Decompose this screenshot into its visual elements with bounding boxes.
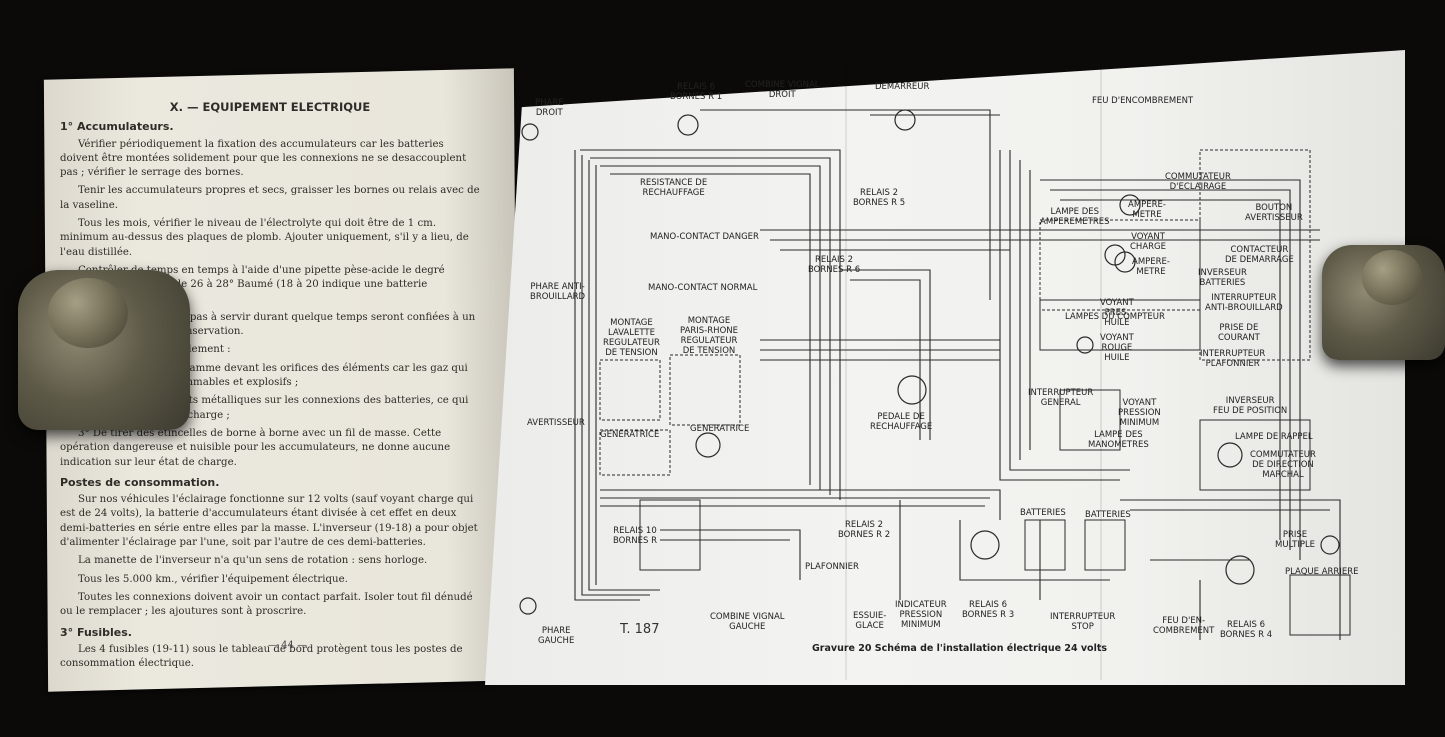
- diagram-label: PHARE GAUCHE: [538, 626, 575, 646]
- diagram-label: PRISE DE COURANT: [1218, 323, 1260, 343]
- section-heading-fusibles: 3° Fusibles.: [60, 625, 132, 639]
- diagram-label: PHARE DROIT: [535, 98, 564, 118]
- diagram-label: INTERRUPTEUR ANTI-BROUILLARD: [1205, 293, 1283, 313]
- diagram-label: RELAIS 2 BORNES R 6: [808, 255, 861, 275]
- diagram-label: PEDALE DE RECHAUFFAGE: [870, 412, 933, 432]
- diagram-label: MANO-CONTACT NORMAL: [648, 283, 758, 293]
- diagram-label: BATTERIES: [1085, 510, 1131, 520]
- diagram-label: VOYANT PRESSION MINIMUM: [1118, 398, 1161, 428]
- diagram-label: COMMUTATEUR D'ECLAIRAGE: [1165, 172, 1231, 192]
- diagram-label: COMBINE VIGNAL DROIT: [745, 80, 820, 100]
- diagram-label: BOUTON AVERTISSEUR: [1245, 203, 1303, 223]
- left-page-text: X. — EQUIPEMENT ELECTRIQUE 1° Accumulate…: [60, 100, 480, 675]
- component-circles: [519, 109, 1340, 615]
- diagram-label: RELAIS 6 BORNES R 4: [1220, 620, 1273, 640]
- diagram-label: PRISE MULTIPLE: [1275, 530, 1316, 550]
- diagram-label: RELAIS 2 BORNES R 5: [853, 188, 906, 208]
- paragraph: Sur nos véhicules l'éclairage fonctionne…: [60, 494, 478, 549]
- diagram-label: PHARE ANTI- BROUILLARD: [530, 282, 586, 302]
- weight-knob: [1362, 250, 1422, 305]
- diagram-label: INTERRUPTEUR STOP: [1050, 612, 1116, 632]
- diagram-label: MANO-CONTACT DANGER: [650, 232, 759, 242]
- diagram-caption: Gravure 20 Schéma de l'installation élec…: [812, 643, 1108, 654]
- diagram-label: PLAFONNIER: [805, 562, 859, 572]
- diagram-label: RELAIS 6 BORNES R 3: [962, 600, 1015, 620]
- diagram-label: ESSUIE- GLACE: [853, 611, 887, 631]
- paragraph: Les 4 fusibles (19-11) sous le tableau d…: [60, 643, 463, 670]
- fold-line: [845, 60, 847, 680]
- diagram-label: COMBINE VIGNAL GAUCHE: [710, 612, 785, 632]
- paragraph: Vérifier périodiquement la fixation des …: [60, 138, 467, 179]
- page-number: — 44 —: [268, 640, 308, 651]
- diagram-label: GENERATRICE: [600, 430, 660, 440]
- diagram-label: FEU D'ENCOMBREMENT: [1092, 96, 1194, 106]
- diagram-label: RELAIS 10 BORNES R: [613, 526, 658, 546]
- diagram-label: CONTACTEUR DE DEMARRAGE: [1225, 245, 1294, 265]
- diagram-label: LAMPE DE RAPPEL: [1235, 432, 1313, 442]
- diagram-code: T. 187: [620, 622, 660, 637]
- diagram-label: AMPERE- METRE: [1128, 200, 1166, 220]
- paragraph: Tous les 5.000 km., vérifier l'équipemen…: [78, 573, 348, 585]
- paragraph: 3° De tirer des étincelles de borne à bo…: [60, 427, 451, 468]
- diagram-label: RELAIS 6 BORNES R 1: [670, 82, 723, 102]
- brass-weight-right: [1322, 245, 1445, 360]
- diagram-label: VOYANT CHARGE: [1130, 232, 1167, 252]
- diagram-label: LAMPE DES MANOMETRES: [1088, 430, 1149, 450]
- diagram-label: VOYANT ROUGE HUILE: [1100, 333, 1134, 363]
- diagram-label: MONTAGE PARIS-RHONE REGULATEUR DE TENSIO…: [680, 316, 738, 356]
- diagram-sheet: [485, 50, 1405, 685]
- diagram-label: LAMPES DU COMPTEUR: [1065, 312, 1165, 322]
- section-heading-accumulateurs: 1° Accumulateurs.: [60, 120, 174, 134]
- diagram-label: RELAIS 2 BORNES R 2: [838, 520, 891, 540]
- diagram-label: INTERRUPTEUR PLAFONNIER: [1200, 349, 1266, 369]
- diagram-label: FEU D'EN- COMBREMENT: [1153, 616, 1215, 636]
- diagram-label: COMMUTATEUR DE DIRECTION MARCHAL: [1250, 450, 1316, 480]
- paragraph: Toutes les connexions doivent avoir un c…: [60, 591, 473, 618]
- section-heading-consommation: Postes de consommation.: [60, 475, 220, 489]
- diagram-label: AMPERE- METRE: [1132, 257, 1170, 277]
- dashed-boxes: [599, 149, 1351, 636]
- paragraph: Tenir les accumulateurs propres et secs,…: [60, 185, 480, 211]
- paragraph: La manette de l'inverseur n'a qu'un sens…: [78, 555, 428, 567]
- diagram-label: INTERRUPTEUR GENERAL: [1028, 388, 1094, 408]
- diagram-label: LAMPE DES AMPEREMETRES: [1040, 207, 1110, 227]
- diagram-label: MONTAGE LAVALETTE REGULATEUR DE TENSION: [603, 318, 660, 358]
- brass-weight-left: [18, 270, 190, 430]
- diagram-label: BATTERIES: [1020, 508, 1066, 518]
- diagram-label: PLAQUE ARRIERE: [1285, 567, 1359, 577]
- page-title: X. — EQUIPEMENT ELECTRIQUE: [169, 100, 371, 114]
- diagram-label: GENERATRICE: [690, 424, 750, 434]
- paragraph: Tous les mois, vérifier le niveau de l'é…: [60, 218, 469, 258]
- wire-bundle: [574, 109, 1341, 640]
- fold-line: [1100, 60, 1102, 680]
- diagram-label: AVERTISSEUR: [527, 418, 585, 428]
- diagram-label: RESISTANCE DE RECHAUFFAGE: [640, 178, 708, 198]
- diagram-label: DEMARREUR: [875, 82, 930, 92]
- diagram-label: INDICATEUR PRESSION MINIMUM: [895, 600, 947, 630]
- diagram-label: INVERSEUR BATTERIES: [1198, 268, 1247, 288]
- diagram-label: VOYANT PRES. HUILE: [1100, 298, 1134, 328]
- weight-knob: [48, 278, 128, 348]
- diagram-label: INVERSEUR FEU DE POSITION: [1213, 396, 1288, 416]
